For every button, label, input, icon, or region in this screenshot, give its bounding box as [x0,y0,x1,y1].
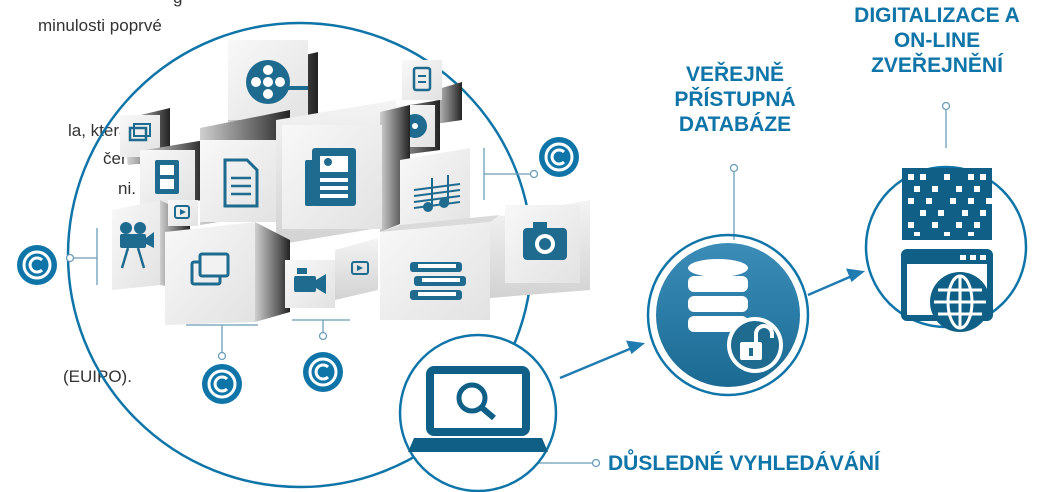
search-label: DŮSLEDNÉ VYHLEDÁVÁNÍ [608,452,880,475]
laptop-search-node [398,333,558,492]
database-icon [688,259,748,332]
copyright-icon [17,245,57,285]
copyright-icon [202,364,242,404]
left-text-line-1: g [173,0,182,10]
photos-icon [190,252,230,286]
browser-globe-icon [901,249,993,332]
camera-icon [523,222,567,260]
film-strip-icon [155,160,179,194]
flow-arrows [559,268,866,380]
left-text-line-3: la, která [68,121,129,140]
database-label: VEŘEJNĚ PŘÍSTUPNÁ DATABÁZE [640,62,830,137]
play-cube [168,200,198,226]
left-text-line-6: (EUIPO). [63,367,132,386]
copyright-icon [539,137,579,177]
play-icon [174,205,190,219]
database-label-line-2: PŘÍSTUPNÁ [674,88,796,111]
film-strip-cube [140,140,205,205]
document-cube [200,110,290,225]
qr-code-icon [902,168,992,240]
video-camera-cube [285,238,378,308]
photos-cube [165,222,290,325]
database-node [646,233,810,397]
document-icon [223,158,259,208]
music-notes-icon [413,175,461,212]
books-cube [380,215,500,320]
left-text-line-5: ni. [118,179,136,198]
left-text-line-2: minulosti poprvé [38,16,162,35]
digitalization-label: DIGITALIZACE A ON-LINE ZVEŘEJNĚNÍ [832,3,1042,78]
camera-cube [490,200,590,298]
database-label-line-3: DATABÁZE [678,113,792,136]
film-reel-icon [246,60,308,104]
movie-camera-icon [120,222,154,269]
video-camera-icon [294,268,326,294]
digitalization-label-line-2: ON-LINE [893,29,981,52]
newspaper-cube [276,100,410,245]
film-reel-cube [228,40,318,138]
unlock-icon [727,317,783,373]
books-icon [410,262,466,300]
music-cube [400,148,470,240]
connector-lines [65,101,951,468]
doc-small-cube [402,60,462,124]
digitalization-label-line-1: DIGITALIZACE A [854,4,1020,27]
digitalization-node [864,165,1028,332]
newspaper-icon [305,148,356,206]
laptop-search-icon [408,366,548,452]
copyright-icon [303,352,343,392]
database-label-line-1: VEŘEJNĚ [685,63,785,86]
digitalization-label-line-3: ZVEŘEJNĚNÍ [871,54,1003,77]
